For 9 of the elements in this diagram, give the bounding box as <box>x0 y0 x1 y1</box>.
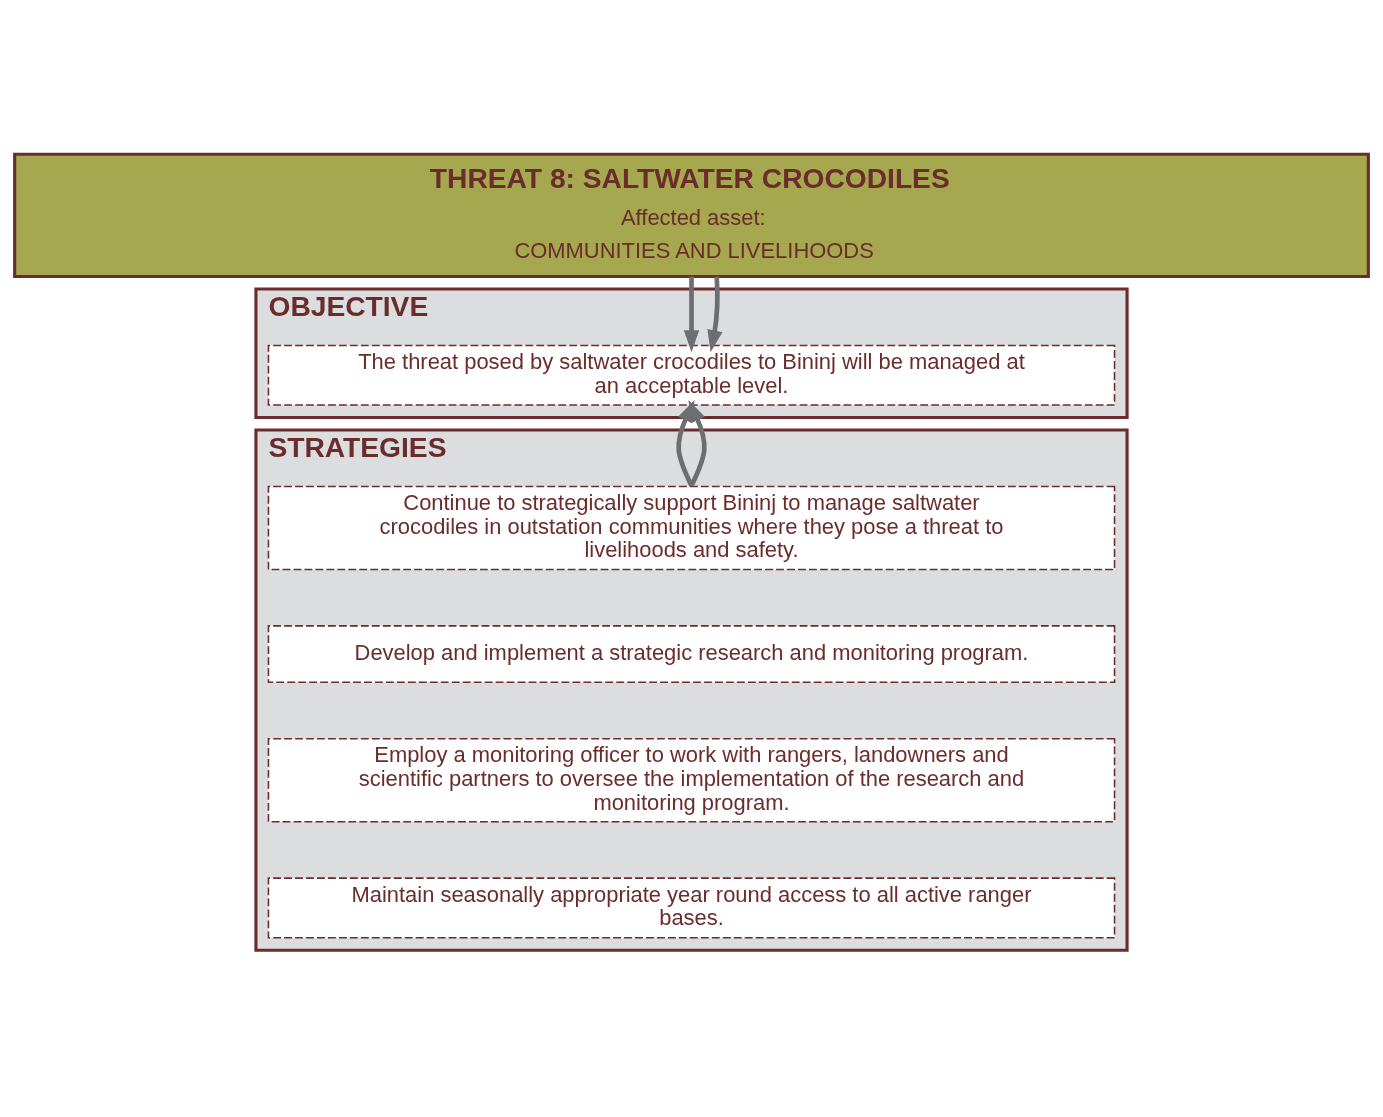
node-box: Continue to strategically support Bininj to manage saltwater crocodiles in outstation communities where they pose a threat to livelihoods and safety. <box>267 485 1116 571</box>
node-box: Maintain seasonally appropriate year round access to all active ranger bases. <box>267 877 1116 939</box>
node-box: THREAT 8: SALTWATER CROCODILES Affected asset: COMMUNITIES AND LIVELIHOODS <box>13 152 1370 279</box>
arrow <box>707 276 723 353</box>
arrow <box>683 276 700 353</box>
arrow <box>688 400 707 487</box>
node-box: The threat posed by saltwater crocodiles to Bininj will be managed at an acceptable level. <box>267 344 1116 406</box>
node-box: Develop and implement a strategic research and monitoring program. <box>267 625 1116 684</box>
node-box: Employ a monitoring officer to work with rangers, landowners and scientific partners to oversee the implementation of the research and monitoring program. <box>267 737 1116 823</box>
